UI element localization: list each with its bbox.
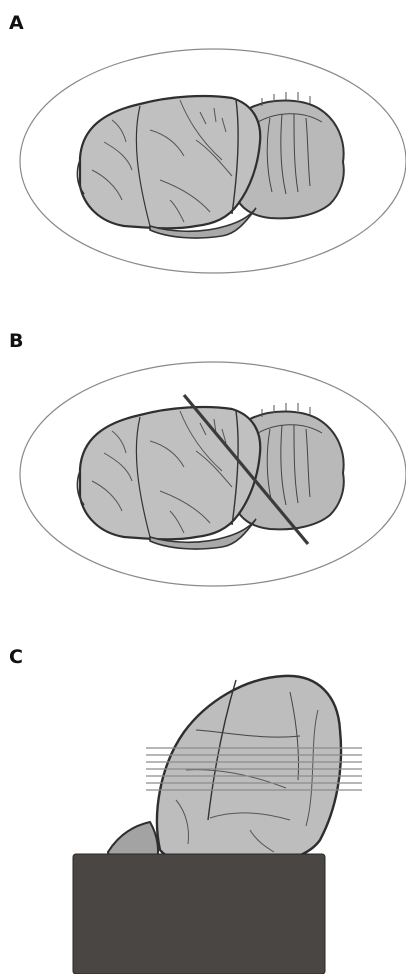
mounting-block <box>73 854 325 974</box>
panel-b-diagram <box>0 315 406 615</box>
panel-a-diagram <box>0 0 406 300</box>
brain-drawing-a <box>77 92 343 238</box>
panel-c-diagram <box>0 640 406 974</box>
brain-drawing-c <box>157 676 341 866</box>
